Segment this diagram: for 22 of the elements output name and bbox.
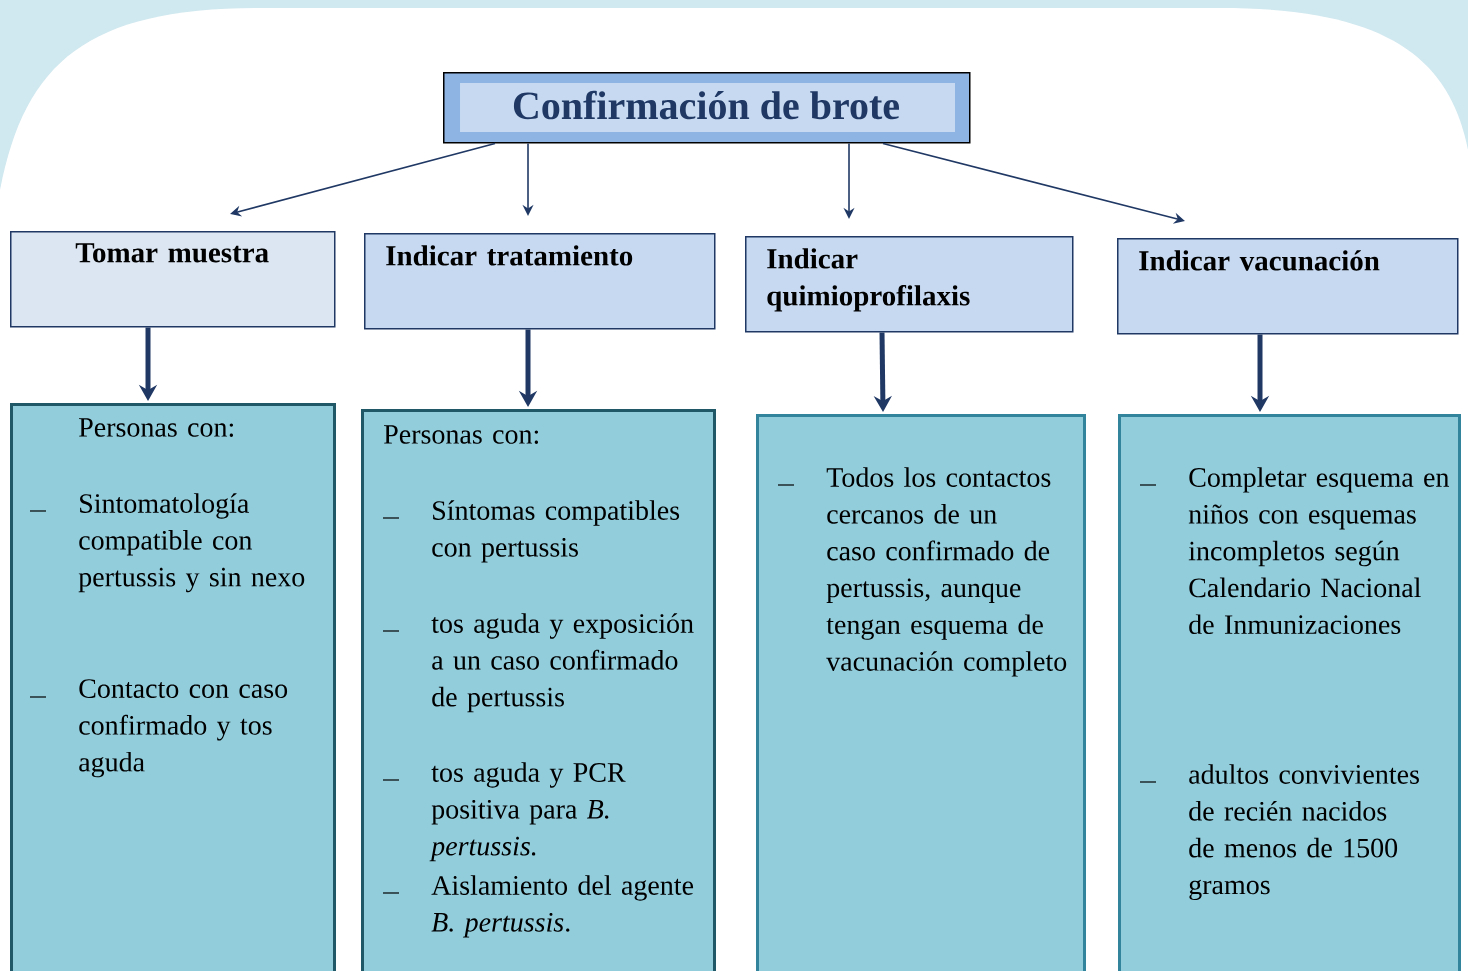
- header-box: Indicar quimioprofilaxis: [745, 236, 1074, 333]
- body-text: adultos convivientes de recién nacidos de menos de 1500 gramos: [1189, 764, 1419, 901]
- text-box: [756, 414, 1086, 971]
- body-text: Personas con:: [384, 425, 538, 444]
- body-text: Síntomas compatibles con pertussis: [432, 500, 680, 563]
- title-box: Confirmación de brote: [443, 72, 971, 144]
- body-text: Todos los contactos cercanos de un caso confirmado de pertussis, aunque tengan esquema de vacunación completo: [826, 467, 1067, 677]
- text-box: [361, 409, 716, 971]
- header-box: Indicar vacunación: [1117, 238, 1459, 335]
- body-text: Personas con:: [79, 418, 233, 437]
- body-text: Contacto con caso confirmado y tos aguda: [79, 679, 288, 778]
- header-box: Tomar muestra: [10, 231, 336, 328]
- body-text: Sintomatología compatible con pertussis y sin nexo: [78, 493, 305, 593]
- body-text: Aislamiento del agente B. pertussis.: [431, 875, 694, 938]
- body-text: tos aguda y exposición a un caso confirmado de pertussis: [431, 613, 694, 713]
- header-box: Indicar tratamiento: [364, 233, 716, 330]
- arrow: [230, 142, 496, 217]
- text-box: [1118, 414, 1461, 971]
- body-text: tos aguda y PCR positiva para B. pertussis.: [429, 762, 626, 862]
- body-text: Completar esquema en niños con esquemas incompletos según Calendario Nacional de Inmunizaciones: [1188, 467, 1450, 635]
- text-box: [10, 403, 336, 971]
- arrow: [882, 142, 1185, 224]
